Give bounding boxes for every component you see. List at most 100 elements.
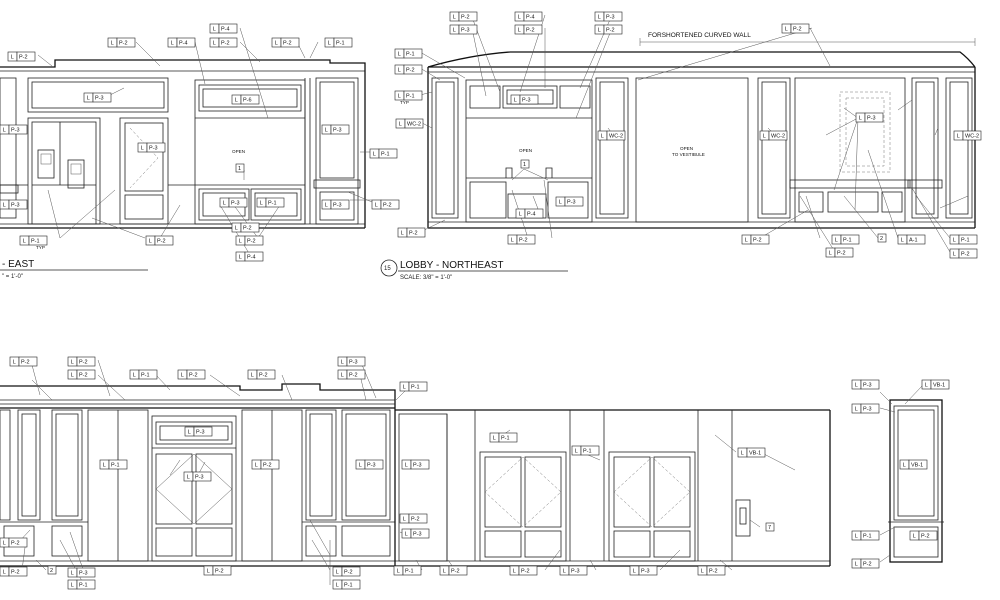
svg-text:1: 1 [238,166,241,172]
tag-label-letter: L [601,134,604,140]
tag-material-code: VB-1 [933,383,945,389]
note-open-east: OPEN [232,149,245,154]
east-elevation-title: - EAST [2,259,34,270]
material-tag: L P-1 [256,197,285,208]
tag-material-code: P-3 [11,203,20,209]
tag-material-code: P-1 [406,94,415,100]
tag-label-letter: L [763,134,766,140]
tag-label-letter: L [373,152,376,158]
tag-label-letter: L [260,201,263,207]
tag-material-code: P-2 [709,569,718,575]
tag-label-letter: L [453,15,456,21]
note-to-vestibule: TO VESTIBULE [672,152,705,157]
tag-material-code: P-2 [21,360,30,366]
svg-text:1: 1 [523,162,526,168]
tag-label-letter: L [3,570,6,576]
tag-label-letter: L [133,373,136,379]
tag-label-letter: L [359,463,362,469]
tag-label-letter: L [397,569,400,575]
bottom-elevation-a [0,383,830,567]
tag-label-letter: L [71,571,74,577]
tag-label-letter: L [518,28,521,34]
material-tag: L P-1 [394,90,423,101]
tag-material-code: P-2 [753,238,762,244]
tag-label-letter: L [11,55,14,61]
elevation-number: 15 [384,266,391,272]
bottom-elevation-b [395,409,831,566]
tag-label-letter: L [957,134,960,140]
material-tag: L P-3 [401,459,430,470]
tag-label-letter: L [913,534,916,540]
tag-material-code: A-1 [909,238,918,244]
tag-material-code: P-2 [519,238,528,244]
tag-material-code: P-3 [195,475,204,481]
tag-material-code: P-2 [247,239,256,245]
material-tag: L P-2 [0,537,28,548]
tag-material-code: P-2 [793,27,802,33]
tag-material-code: P-1 [406,52,415,58]
tag-label-letter: L [235,98,238,104]
tag-label-letter: L [925,383,928,389]
tag-material-code: P-2 [11,541,20,547]
tag-material-code: P-2 [961,252,970,258]
note-open-northeast: OPEN [519,148,532,153]
tag-material-code: P-3 [413,463,422,469]
tag-label-letter: L [511,238,514,244]
tag-material-code: VB-1 [749,451,761,457]
material-tag: L P-3 [855,112,884,123]
keynote-3: 2 [877,233,887,243]
tag-material-code: P-3 [867,116,876,122]
tag-material-code: P-3 [349,360,358,366]
tag-material-code: P-4 [221,27,230,33]
tag-label-letter: L [207,569,210,575]
tag-material-code: P-2 [283,41,292,47]
tag-material-code: P-3 [79,571,88,577]
tag-label-letter: L [239,239,242,245]
tag-label-letter: L [398,94,401,100]
tag-label-letter: L [336,570,339,576]
tag-label-letter: L [13,360,16,366]
material-tag: L P-2 [781,23,810,34]
tag-material-code: P-1 [863,534,872,540]
tag-label-letter: L [859,116,862,122]
tag-label-letter: L [399,122,402,128]
tag-label-letter: L [275,41,278,47]
tag-label-letter: L [598,28,601,34]
tag-label-letter: L [563,569,566,575]
tag-label-letter: L [3,541,6,547]
tag-label-letter: L [403,385,406,391]
curved-wall-note: FORSHORTENED CURVED WALL [648,32,751,39]
tag-material-code: P-3 [231,201,240,207]
tag-material-code: P-2 [837,251,846,257]
tag-material-code: P-1 [268,201,277,207]
tag-material-code: P-2 [221,41,230,47]
tag-label-letter: L [405,463,408,469]
tag-label-letter: L [633,569,636,575]
tag-label-letter: L [71,360,74,366]
tag-material-code: P-2 [79,373,88,379]
tag-label-letter: L [336,583,339,589]
tag-label-letter: L [405,532,408,538]
tag-label-letter: L [518,15,521,21]
tag-label-letter: L [835,238,838,244]
tag-label-letter: L [785,27,788,33]
tag-material-code: P-1 [31,239,40,245]
